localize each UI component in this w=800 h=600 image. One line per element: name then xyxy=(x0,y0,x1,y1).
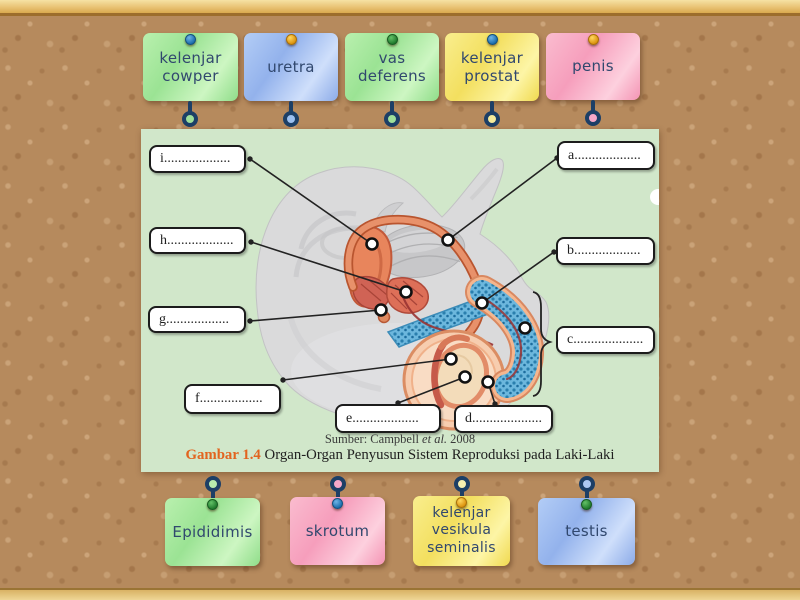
pushpin-icon xyxy=(285,34,297,45)
brace-c xyxy=(532,291,553,397)
pushpin-icon xyxy=(456,497,467,508)
word-card-epididimis[interactable]: Epididimis xyxy=(165,498,260,566)
edge-marker xyxy=(650,189,659,205)
pointer-lines xyxy=(249,157,558,405)
answer-slot-f[interactable]: f.................. xyxy=(184,384,281,414)
answer-slot-c[interactable]: c.................... xyxy=(556,326,655,354)
card-label: kelenjar cowper xyxy=(159,48,222,85)
word-card-skrotum[interactable]: skrotum xyxy=(290,497,385,565)
penis-shaft xyxy=(465,275,544,403)
wood-frame-bottom xyxy=(0,588,800,600)
pushpin-icon xyxy=(386,34,398,45)
figure-title-caption: Gambar 1.4 Organ-Organ Penyusun Sistem R… xyxy=(185,447,615,463)
pushpin-icon xyxy=(581,499,592,510)
card-label: kelenjar prostat xyxy=(460,48,524,85)
word-card-kelenjar-vesikula-seminalis[interactable]: kelenjar vesikula seminalis xyxy=(413,496,510,566)
card-connector-pin xyxy=(182,101,198,127)
card-connector-pin xyxy=(330,476,346,502)
card-connector-pin xyxy=(484,101,500,127)
epididymis-head xyxy=(438,334,470,350)
diagram-panel: i................... h..................… xyxy=(141,129,659,472)
answer-slot-g[interactable]: g.................. xyxy=(148,306,246,333)
pushpin-icon xyxy=(185,34,196,45)
wood-frame-top xyxy=(0,0,800,16)
pushpin-icon xyxy=(332,498,343,509)
card-label: Epididimis xyxy=(172,522,253,541)
target-point-markers xyxy=(365,233,532,389)
word-card-kelenjar-cowper[interactable]: kelenjar cowper xyxy=(143,33,238,101)
word-card-kelenjar-prostat[interactable]: kelenjar prostat xyxy=(445,33,539,101)
pushpin-icon xyxy=(587,34,599,45)
figure-source-caption: Sumber: Campbell et al. 2008 xyxy=(324,432,476,446)
pushpin-icon xyxy=(207,499,218,510)
pushpin-icon xyxy=(486,34,498,45)
card-label: kelenjar vesikula seminalis xyxy=(427,505,496,556)
answer-slot-a[interactable]: a................... xyxy=(557,141,655,170)
answer-slot-h[interactable]: h................... xyxy=(149,227,246,254)
word-card-vas-deferens[interactable]: vas deferens xyxy=(345,33,439,101)
answer-slot-b[interactable]: b................... xyxy=(556,237,655,265)
bladder xyxy=(374,224,466,278)
card-label: vas deferens xyxy=(357,48,427,85)
card-connector-pin xyxy=(454,476,470,502)
answer-slot-i[interactable]: i................... xyxy=(149,145,246,173)
card-label: skrotum xyxy=(305,521,370,540)
card-label: testis xyxy=(565,522,608,541)
card-connector-pin xyxy=(205,476,221,502)
word-card-uretra[interactable]: uretra xyxy=(244,33,338,101)
word-card-penis[interactable]: penis xyxy=(546,33,640,100)
answer-slot-d[interactable]: d.................... xyxy=(454,405,553,433)
answer-slot-e[interactable]: e................... xyxy=(335,404,441,433)
card-label: penis xyxy=(572,57,614,76)
card-connector-pin xyxy=(384,101,400,127)
anatomy-diagram xyxy=(247,155,659,431)
card-connector-pin xyxy=(283,101,299,127)
card-connector-pin xyxy=(579,476,595,502)
word-card-testis[interactable]: testis xyxy=(538,498,635,565)
card-label: uretra xyxy=(267,57,315,76)
card-connector-pin xyxy=(585,100,601,126)
